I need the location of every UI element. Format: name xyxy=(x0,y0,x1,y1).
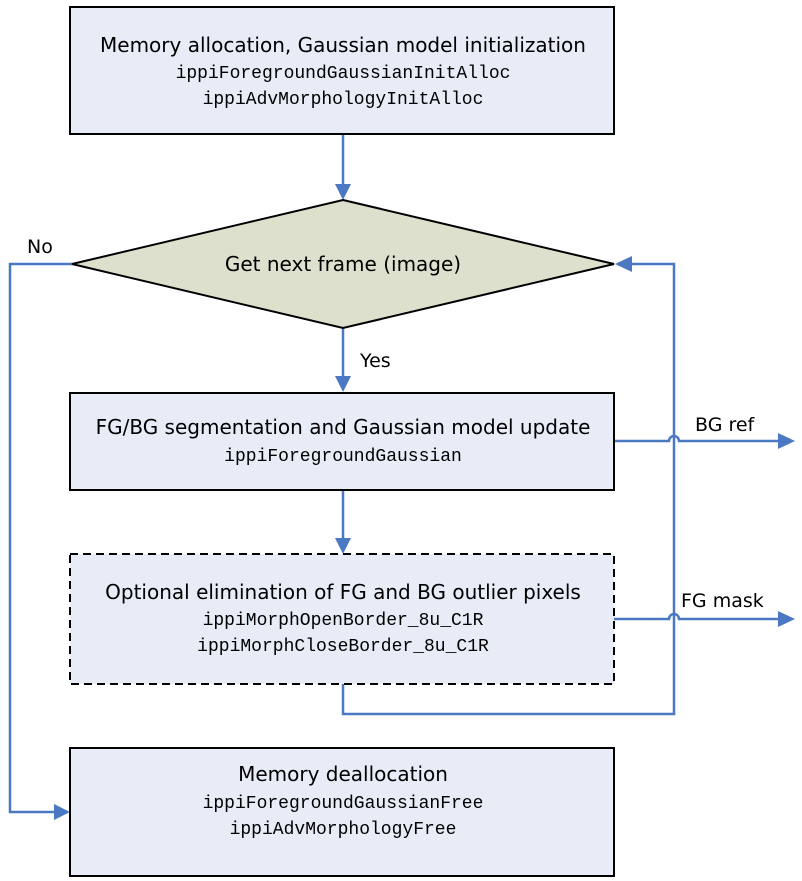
init-title: Memory allocation, Gaussian model initia… xyxy=(100,33,586,57)
init-box xyxy=(69,6,615,135)
optional-title: Optional elimination of FG and BG outlie… xyxy=(105,580,581,604)
optional-box xyxy=(69,553,615,685)
arrow-loop-back xyxy=(341,262,676,716)
fg-mask-label: FG mask xyxy=(681,590,764,612)
segmentation-title: FG/BG segmentation and Gaussian model up… xyxy=(96,415,591,439)
bg-ref-label: BG ref xyxy=(695,414,756,436)
init-func-1: ippiForegroundGaussianInitAlloc xyxy=(176,64,511,84)
no-label: No xyxy=(27,236,53,258)
arrowhead xyxy=(335,376,351,392)
arrowhead xyxy=(778,433,795,449)
dealloc-box xyxy=(69,747,615,877)
arrow-no-to-dealloc xyxy=(8,262,72,814)
segmentation-box xyxy=(69,392,615,491)
optional-func-1: ippiMorphOpenBorder_8u_C1R xyxy=(203,611,484,631)
decision-diamond xyxy=(71,198,615,330)
segmentation-func: ippiForegroundGaussian xyxy=(224,447,462,467)
arrowhead xyxy=(335,184,351,200)
optional-func-2: ippiMorphCloseBorder_8u_C1R xyxy=(197,637,489,657)
dealloc-func-2: ippiAdvMorphologyFree xyxy=(230,820,457,840)
decision-label: Get next frame (image) xyxy=(225,252,461,276)
arrowhead xyxy=(54,804,70,820)
arrowhead xyxy=(778,611,795,627)
init-func-2: ippiAdvMorphologyInitAlloc xyxy=(203,90,484,110)
dealloc-func-1: ippiForegroundGaussianFree xyxy=(203,794,484,814)
yes-label: Yes xyxy=(359,350,391,372)
dealloc-title: Memory deallocation xyxy=(238,762,448,786)
arrow-fg-mask-output xyxy=(614,612,780,621)
arrowhead xyxy=(615,256,632,272)
arrowhead xyxy=(335,538,351,554)
arrow-bg-ref-output xyxy=(614,434,780,443)
